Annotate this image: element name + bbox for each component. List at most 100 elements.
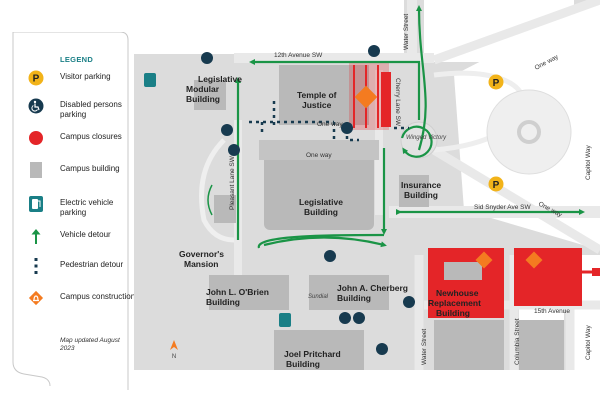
accessible-icon: [221, 124, 233, 136]
accessible-icon: [28, 98, 44, 114]
construction-markers: [354, 85, 543, 269]
accessible-icon: [368, 45, 380, 57]
ev-charging-icon: [279, 313, 291, 327]
north-label: N: [172, 354, 176, 360]
vehicle-detours: [207, 5, 585, 249]
map-legend: LEGEND P Visitor parking Disabled person…: [0, 0, 135, 400]
building-insurance: [399, 175, 429, 207]
fountain: [517, 120, 541, 144]
cherry-lane-closure: [381, 72, 391, 127]
legend-label: Disabled persons parking: [60, 100, 122, 119]
closure-area-east: [514, 248, 582, 306]
winged-victory-label: Winged Victory: [406, 135, 447, 141]
ev-charging-icons: [144, 73, 291, 327]
legend-label: Vehicle detour: [60, 230, 111, 239]
legend-item-vehicle-detour: Vehicle detour: [28, 228, 138, 262]
accessible-icon: [339, 312, 351, 324]
legend-item-campus-building: Campus building: [28, 162, 138, 196]
building-block-2: [519, 320, 564, 370]
mansion-drive: [199, 138, 235, 243]
label-line: Building: [436, 308, 470, 318]
building-swatch-icon: [30, 162, 42, 178]
visitor-parking-2: P: [488, 176, 504, 192]
legend-title: LEGEND: [60, 55, 94, 64]
svg-text:P: P: [33, 74, 40, 85]
accessible-icon: [353, 312, 365, 324]
closure-dot-icon: [29, 131, 43, 145]
construction-icon: [28, 290, 44, 306]
label-line: Mansion: [184, 259, 218, 269]
legend-item-visitor-parking: P Visitor parking: [28, 70, 138, 104]
label-line: Joel Pritchard: [284, 349, 341, 359]
ev-charging-icon: [29, 196, 43, 212]
label-line: Building: [404, 190, 438, 200]
street-pleasant-lane: Pleasant Lane SW: [229, 155, 236, 210]
legend-label: Campus closures: [60, 132, 122, 141]
accessible-icon: [376, 343, 388, 355]
label-line: Legislative: [299, 197, 343, 207]
street-12th-ave: 12th Avenue SW: [274, 52, 323, 59]
legend-item-pedestrian-detour: Pedestrian detour: [28, 258, 138, 292]
legend-item-disabled-parking: Disabled persons parking: [28, 98, 138, 132]
street-columbia-street: Columbia Street: [514, 318, 521, 365]
label-line: Legislative: [198, 74, 242, 84]
label-line: Modular: [186, 84, 220, 94]
building-pritchard: [274, 330, 364, 370]
label-line: Temple of: [297, 90, 337, 100]
label-line: Insurance: [401, 180, 441, 190]
parking-icon: P: [28, 70, 44, 86]
legend-item-campus-closures: Campus closures: [28, 130, 138, 164]
svg-text:P: P: [493, 78, 500, 89]
legend-label: Campus construction: [60, 292, 136, 301]
street-water-street-bottom: Water Street: [421, 329, 428, 365]
label-line: Replacement: [428, 298, 481, 308]
construction-icon: [354, 85, 378, 109]
street-sid-snyder: Sid Snyder Ave SW: [474, 204, 531, 211]
accessible-icon: [228, 144, 240, 156]
visitor-parking-1: P: [488, 74, 504, 90]
street-capitol-way-top: Capitol Way: [585, 144, 592, 180]
building-legislative-modular: [194, 80, 226, 110]
label-line: Building: [304, 207, 338, 217]
street-water-street-top: Water Street: [403, 14, 410, 50]
legend-frame: [12, 32, 129, 390]
vehicle-arrow-icon: [31, 229, 41, 244]
accessible-parking-icons: [201, 45, 415, 355]
legend-item-ev-parking: Electric vehicle parking: [28, 196, 138, 230]
pedestrian-detours: [249, 100, 409, 142]
label-line: Building: [286, 359, 320, 369]
label-line: John L. O'Brien: [206, 287, 269, 297]
legend-label: Electric vehicle parking: [60, 198, 114, 217]
north-arrow: N: [170, 340, 178, 360]
label-line: Building: [206, 297, 240, 307]
pedestrian-dots-icon: [34, 258, 38, 274]
label-line: Governor's: [179, 249, 224, 259]
one-way-label-3: One way: [317, 121, 343, 128]
accessible-icon: [201, 52, 213, 64]
ev-charging-icon: [144, 73, 156, 87]
legend-label: Visitor parking: [60, 72, 111, 81]
label-line: Justice: [302, 100, 332, 110]
label-line: Building: [337, 293, 371, 303]
street-cherry-lane: Cherry Lane SW: [394, 78, 401, 127]
one-way-label-4: One way: [306, 152, 332, 159]
legend-item-campus-construction: Campus construction: [28, 290, 138, 324]
map-updated-note: Map updated August 2023: [60, 337, 120, 352]
street-capitol-way-bottom: Capitol Way: [585, 324, 592, 360]
accessible-icon: [324, 250, 336, 262]
building-governors-mansion: [214, 195, 236, 223]
svg-text:P: P: [493, 180, 500, 191]
building-obrien: [209, 275, 289, 310]
building-block-1: [434, 320, 504, 370]
construction-icon: [475, 251, 493, 269]
label-line: John A. Cherberg: [337, 283, 408, 293]
